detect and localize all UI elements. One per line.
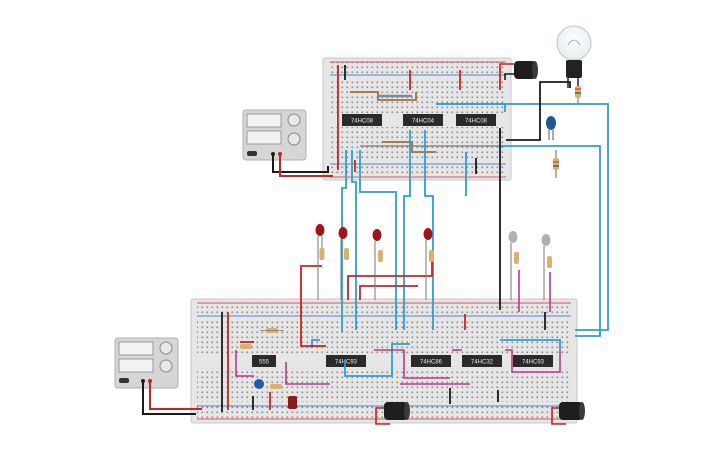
led-6[interactable] [541,234,553,300]
chip-label: 555 [259,360,270,366]
buzzer-icon[interactable] [499,61,538,80]
bottom-chip-1[interactable]: 555 [252,355,276,367]
top-chip-3[interactable]: 74HC08 [456,114,496,126]
top-chip-2[interactable]: 74HC04 [403,114,443,126]
chip-label: 74HC04 [412,119,435,125]
led-3[interactable] [372,229,384,300]
bottom-chip-5[interactable]: 74HC93 [513,355,553,367]
capacitor-icon[interactable] [254,379,264,389]
led-4[interactable] [423,228,435,300]
capacitor-icon[interactable] [288,396,297,409]
led-5[interactable] [508,231,520,300]
resistor-icon[interactable] [575,86,581,104]
top-chip-1[interactable]: 74HC08 [342,114,382,126]
lightbulb-icon[interactable] [556,25,592,88]
resistor-icon[interactable] [553,150,559,178]
capacitor-icon[interactable] [546,116,556,140]
buzzer-icon[interactable] [375,402,410,425]
bottom-chip-3[interactable]: 74HC86 [411,355,451,367]
resistor-icon[interactable] [260,328,284,333]
signal-wires-red [227,262,466,410]
led-2[interactable] [338,227,350,300]
signal-wires-black [221,81,571,412]
bottom-breadboard[interactable] [190,298,578,424]
bottom-psu[interactable] [114,337,179,389]
resistor-icon[interactable] [240,344,252,349]
top-psu[interactable] [242,109,307,161]
chip-label: 74HC08 [351,119,374,125]
bottom-chip-2[interactable]: 74HC93 [326,355,366,367]
signal-wires-magenta [235,270,561,385]
chip-label: 74HC93 [522,360,545,366]
led-1[interactable] [315,224,325,300]
power-wires [142,154,333,415]
chip-label: 74HC32 [471,360,494,366]
chip-label: 74HC93 [335,360,358,366]
buzzer-icon[interactable] [551,402,585,425]
chip-label: 74HC08 [465,119,488,125]
chip-label: 74HC86 [420,360,443,366]
signal-wires-blue [311,103,609,377]
resistor-icon[interactable] [270,384,282,389]
bottom-chip-4[interactable]: 74HC32 [462,355,502,367]
